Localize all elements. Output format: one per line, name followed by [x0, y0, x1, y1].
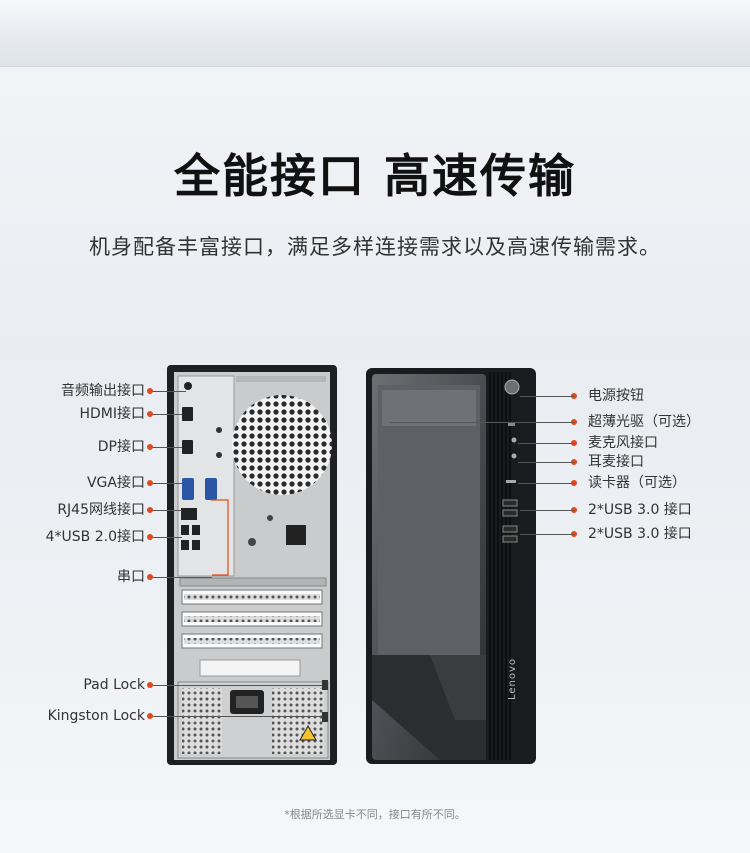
front-label-power: 电源按钮 — [588, 388, 644, 404]
leader-line — [518, 483, 574, 484]
rear-label-hdmi: HDMI接口 — [79, 406, 145, 422]
page-subtitle: 机身配备丰富接口，满足多样连接需求以及高速传输需求。 — [89, 235, 661, 259]
front-label-headphone: 耳麦接口 — [588, 454, 644, 470]
top-banner — [0, 0, 750, 67]
pointer-dot — [571, 393, 577, 399]
front-label-usb3-bottom: 2*USB 3.0 接口 — [588, 526, 692, 542]
pointer-dot — [571, 480, 577, 486]
pointer-dot — [147, 411, 153, 417]
leader-line — [150, 716, 322, 717]
leader-line — [150, 483, 182, 484]
leader-line — [150, 447, 182, 448]
front-label-usb3-top: 2*USB 3.0 接口 — [588, 502, 692, 518]
pointer-dot — [571, 440, 577, 446]
rear-label-rj45: RJ45网线接口 — [57, 502, 145, 518]
leader-line — [390, 422, 574, 423]
front-label-odd: 超薄光驱（可选） — [588, 414, 700, 430]
pointer-dot — [147, 507, 153, 513]
leader-line — [150, 391, 186, 392]
pointer-dot — [571, 459, 577, 465]
pointer-dot — [147, 682, 153, 688]
rear-label-usb2: 4*USB 2.0接口 — [45, 529, 145, 545]
rear-label-serial: 串口 — [117, 569, 145, 585]
pointer-dot — [147, 713, 153, 719]
rear-label-dp: DP接口 — [97, 439, 145, 455]
front-label-cardreader: 读卡器（可选） — [588, 475, 686, 491]
rear-label-audio: 音频输出接口 — [61, 383, 145, 399]
leader-line — [150, 537, 182, 538]
page-title: 全能接口 高速传输 — [173, 149, 576, 203]
pointer-dot — [571, 531, 577, 537]
pointer-dot — [147, 574, 153, 580]
leader-line — [518, 462, 574, 463]
leader-line — [518, 443, 574, 444]
pointer-dot — [147, 388, 153, 394]
leader-line — [150, 577, 212, 578]
leader-line — [150, 685, 322, 686]
lenovo-logo: Lenovo — [507, 657, 518, 700]
leader-line — [150, 510, 182, 511]
rear-label-padlock: Pad Lock — [83, 677, 145, 693]
pointer-dot — [147, 534, 153, 540]
leader-line — [520, 396, 574, 397]
pointer-dot — [571, 507, 577, 513]
front-label-mic: 麦克风接口 — [588, 435, 658, 451]
leader-line — [520, 534, 574, 535]
rear-label-kingston: Kingston Lock — [47, 708, 145, 724]
leader-line — [150, 414, 182, 415]
footnote: *根据所选显卡不同，接口有所不同。 — [284, 808, 466, 821]
leader-line — [520, 510, 574, 511]
pointer-dot — [147, 444, 153, 450]
rear-label-vga: VGA接口 — [86, 475, 145, 491]
pointer-dot — [147, 480, 153, 486]
pointer-dot — [571, 419, 577, 425]
